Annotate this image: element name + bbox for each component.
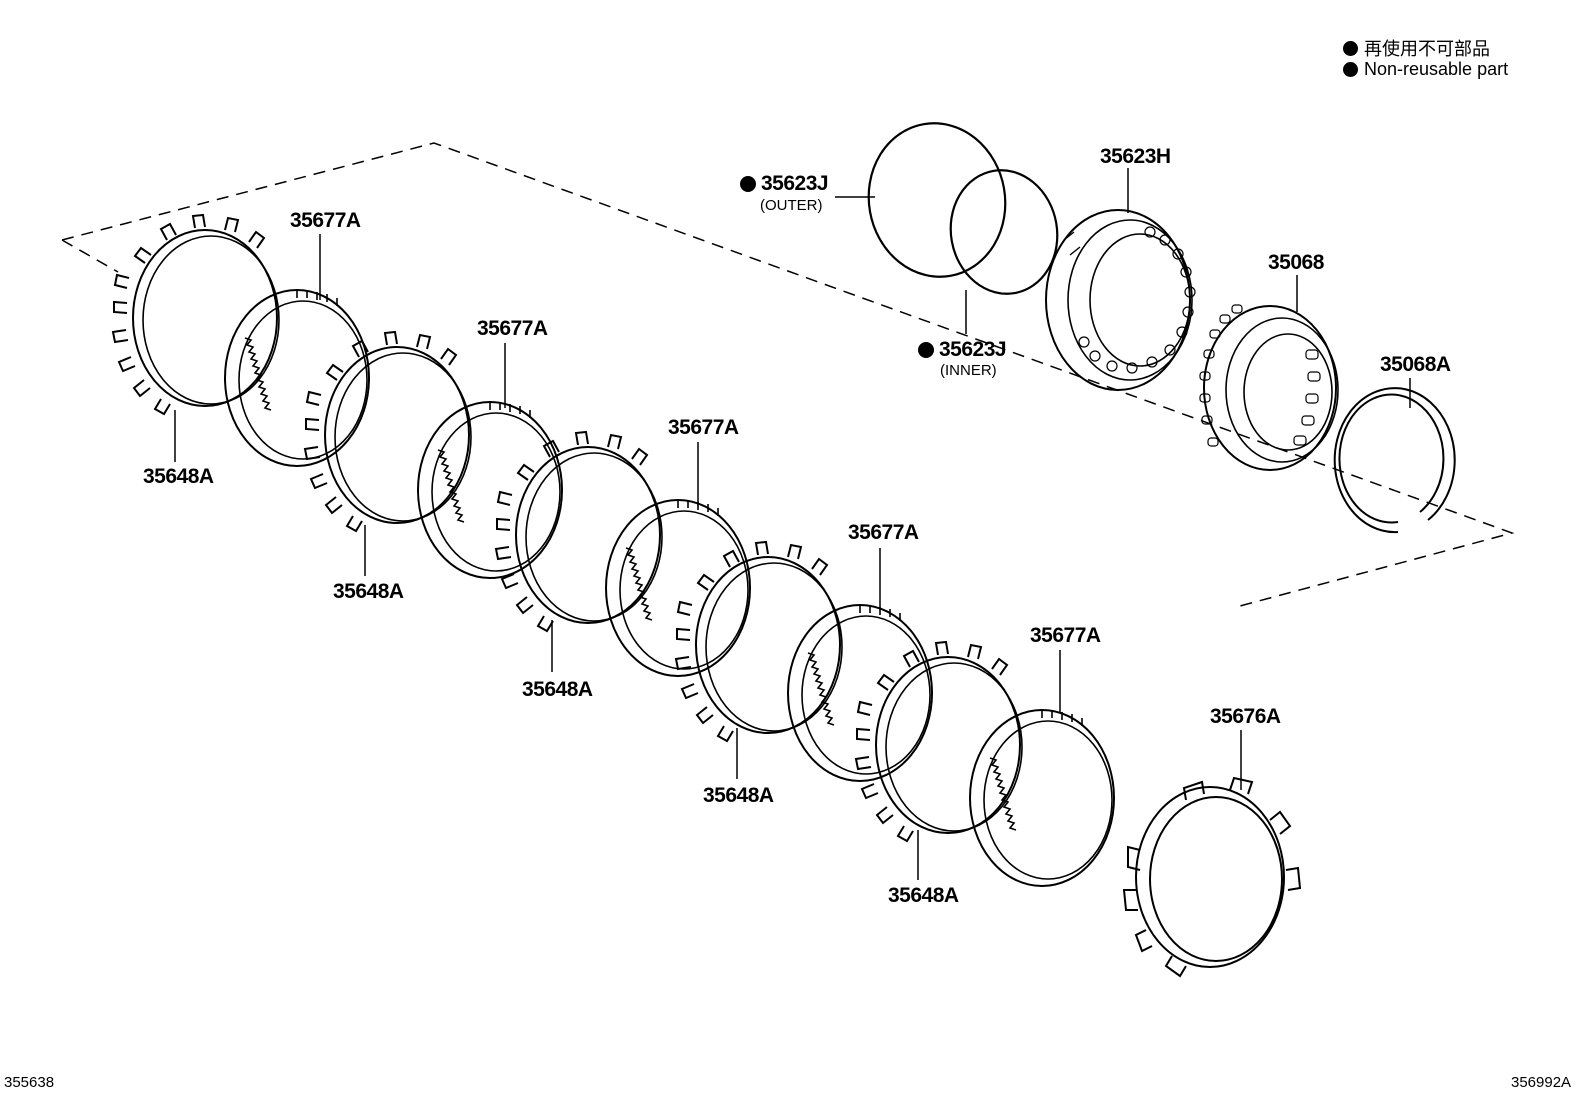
non-reusable-bullet-icon xyxy=(740,176,756,192)
part-label-35677A-3[interactable]: 35677A xyxy=(668,416,739,439)
bullet-icon xyxy=(1343,62,1358,77)
part-label-35648A-2[interactable]: 35648A xyxy=(333,580,404,603)
part-label-35623H[interactable]: 35623H xyxy=(1100,145,1171,168)
outer-seal-code: 35623J xyxy=(761,172,829,195)
diagram-code-left: 355638 xyxy=(4,1074,55,1091)
bullet-icon xyxy=(1343,40,1358,56)
legend-en: Non-reusable part xyxy=(1343,59,1508,80)
return-spring-assembly xyxy=(1199,304,1339,471)
outer-seal-note: (OUTER) xyxy=(760,197,823,214)
clutch-disc-3 xyxy=(495,431,663,632)
non-reusable-bullet-icon xyxy=(918,342,934,358)
outer-seal-ring xyxy=(867,122,1007,278)
inner-seal-ring xyxy=(949,169,1059,295)
snap-ring xyxy=(1333,387,1456,534)
inner-seal-code: 35623J xyxy=(939,338,1007,361)
legend-jp: 再使用不可部品 xyxy=(1343,35,1490,61)
clutch-piston xyxy=(1045,209,1196,391)
clutch-flange xyxy=(1122,776,1302,978)
part-label-35648A-4[interactable]: 35648A xyxy=(703,784,774,807)
friction-plate-5 xyxy=(969,709,1115,887)
friction-plate-2 xyxy=(417,401,563,579)
part-label-35677A-4[interactable]: 35677A xyxy=(848,521,919,544)
friction-plate-4 xyxy=(787,604,933,782)
part-label-35676A[interactable]: 35676A xyxy=(1210,705,1281,728)
friction-plate-1 xyxy=(224,289,370,467)
legend-en-text: Non-reusable part xyxy=(1364,59,1509,79)
friction-plate-3 xyxy=(605,499,751,677)
legend-jp-text: 再使用不可部品 xyxy=(1364,39,1490,59)
part-label-35648A-5[interactable]: 35648A xyxy=(888,884,959,907)
diagram-code-right: 356992A xyxy=(1511,1074,1572,1091)
clutch-disc-2 xyxy=(304,331,472,532)
part-label-35677A-2[interactable]: 35677A xyxy=(477,317,548,340)
part-label-35648A-1[interactable]: 35648A xyxy=(143,465,214,488)
clutch-disc-1 xyxy=(112,214,280,415)
inner-seal-note: (INNER) xyxy=(940,362,997,379)
clutch-disc-5 xyxy=(855,641,1023,842)
part-label-35677A-5[interactable]: 35677A xyxy=(1030,624,1101,647)
part-label-35677A-1[interactable]: 35677A xyxy=(290,209,361,232)
part-label-35068A[interactable]: 35068A xyxy=(1380,353,1451,376)
clutch-disc-4 xyxy=(675,541,843,742)
part-label-35068[interactable]: 35068 xyxy=(1268,251,1324,274)
part-label-35648A-3[interactable]: 35648A xyxy=(522,678,593,701)
